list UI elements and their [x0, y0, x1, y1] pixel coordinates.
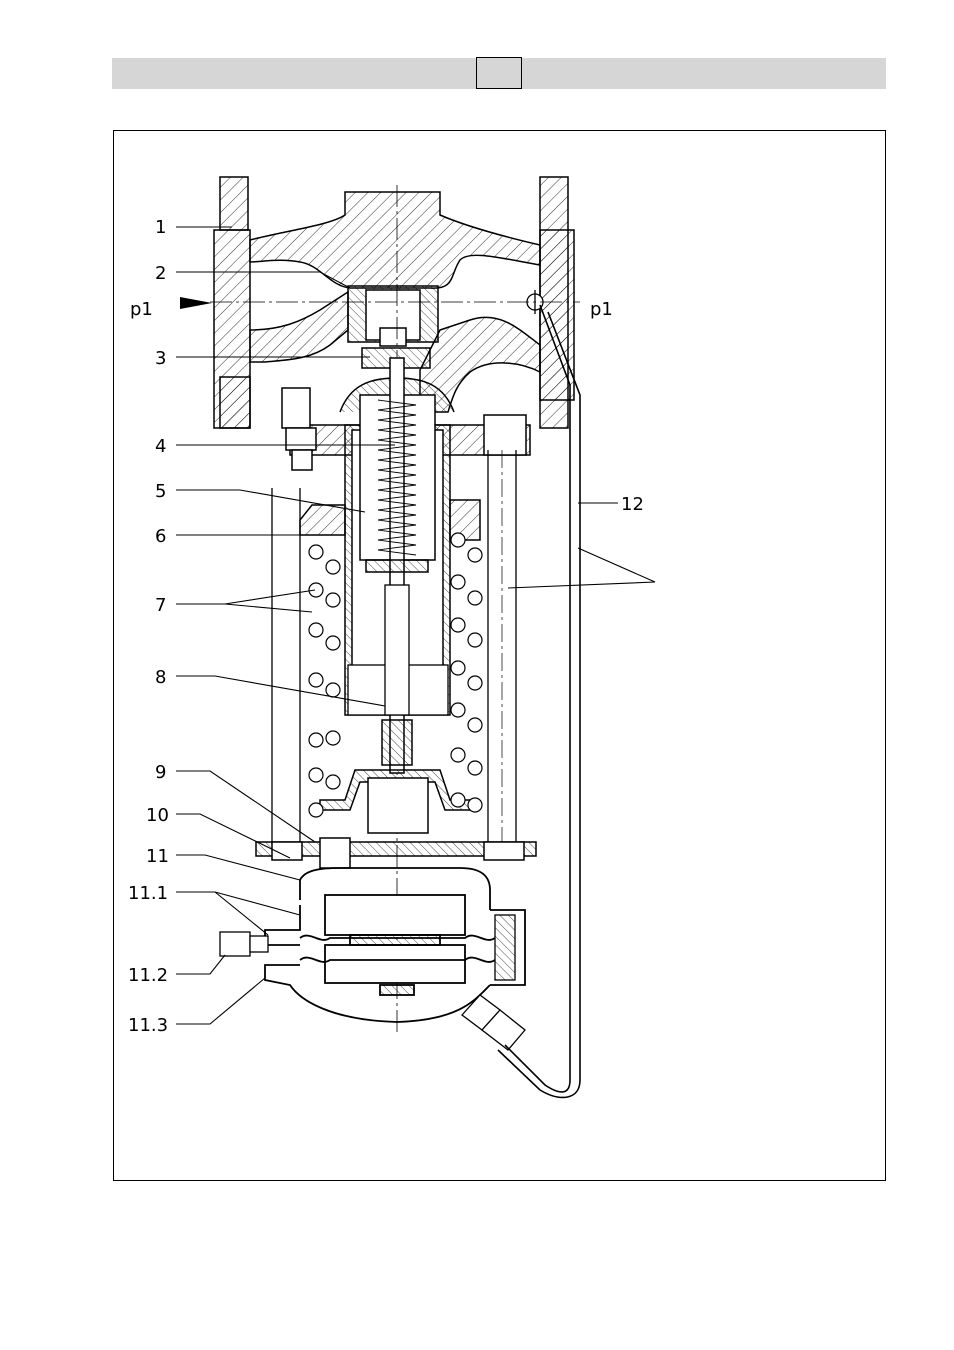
label-p1-left: p1: [130, 299, 153, 320]
bottom-plate: [256, 838, 536, 868]
label-12: 12: [621, 494, 644, 515]
label-11-3: 11.3: [128, 1015, 168, 1036]
label-5: 5: [155, 481, 166, 502]
label-9: 9: [155, 762, 166, 783]
label-10: 10: [146, 805, 169, 826]
label-11-2: 11.2: [128, 965, 168, 986]
label-11-1: 11.1: [128, 883, 168, 904]
spring-cup: [320, 720, 475, 833]
flow-arrow-icon: [180, 297, 212, 309]
label-6: 6: [155, 526, 166, 547]
label-7: 7: [155, 595, 166, 616]
label-11: 11: [146, 846, 169, 867]
label-1: 1: [155, 217, 166, 238]
label-3: 3: [155, 348, 166, 369]
label-4: 4: [155, 436, 166, 457]
label-8: 8: [155, 667, 166, 688]
valve-plug: [348, 286, 438, 368]
label-2: 2: [155, 263, 166, 284]
label-p1-right: p1: [590, 299, 613, 320]
